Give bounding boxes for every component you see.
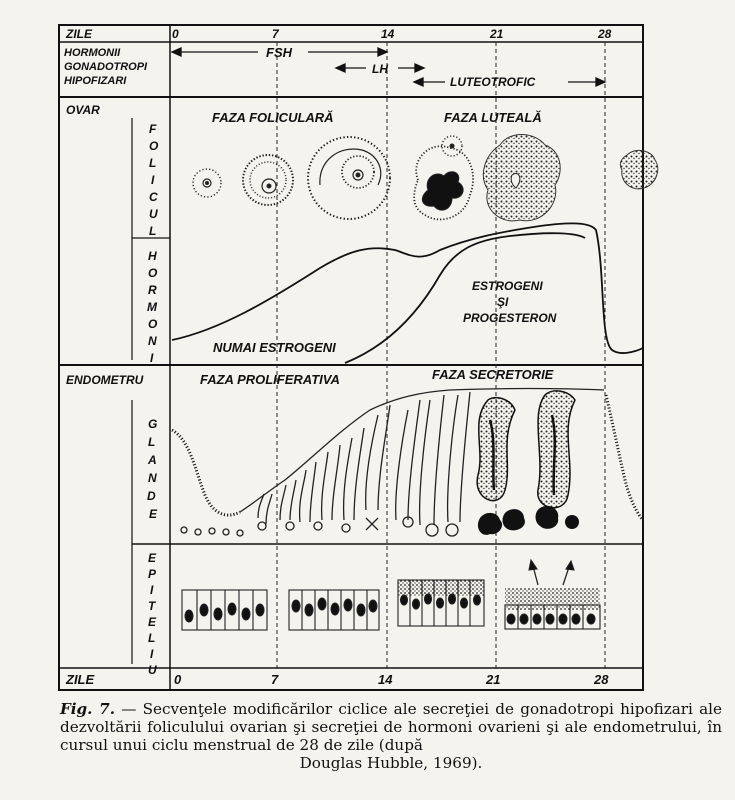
hormoni-vertical-label: H O R M O N I — [147, 249, 158, 365]
svg-text:U: U — [148, 663, 157, 677]
svg-text:F: F — [149, 122, 157, 136]
folicul-vertical-label: F O L I C U L — [149, 122, 159, 238]
svg-text:I: I — [150, 647, 154, 661]
svg-text:T: T — [148, 599, 157, 613]
estrogen-curve — [171, 222, 644, 354]
day-0-bottom: 0 — [174, 672, 182, 687]
hormones-label-line-1: HORMONII — [64, 47, 121, 59]
secretory-glands — [476, 390, 645, 535]
day-7-top: 7 — [272, 27, 280, 41]
svg-text:L: L — [148, 631, 155, 645]
svg-text:ŞI: ŞI — [497, 295, 509, 309]
caption-figure-number: Fig. 7. — [60, 700, 115, 718]
glande-vertical-label: G L A N D E — [147, 417, 158, 521]
svg-text:E: E — [149, 507, 158, 521]
follicular-phase-label: FAZA FOLICULARĂ — [212, 110, 334, 125]
estrogen-progesterone-curve — [344, 232, 586, 364]
day-28-bottom: 28 — [593, 672, 609, 687]
svg-text:G: G — [148, 417, 157, 431]
svg-text:N: N — [148, 334, 157, 348]
lh-label: LH — [372, 62, 388, 76]
secretory-phase-label: FAZA SECRETORIE — [432, 367, 554, 382]
endometrium-label: ENDOMETRU — [66, 373, 144, 387]
svg-text:ESTROGENI: ESTROGENI — [472, 279, 543, 293]
hormones-label-line-3: HIPOFIZARI — [64, 75, 127, 87]
svg-text:A: A — [147, 453, 157, 467]
svg-text:E: E — [148, 551, 157, 565]
day-14-top: 14 — [381, 27, 395, 41]
svg-text:PROGESTERON: PROGESTERON — [463, 311, 557, 325]
svg-text:M: M — [147, 300, 158, 314]
luteotrofic-label: LUTEOTROFIC — [450, 75, 536, 89]
svg-text:D: D — [147, 489, 156, 503]
svg-text:L: L — [149, 224, 156, 238]
hormone-curves — [171, 222, 644, 364]
days-label-bottom: ZILE — [65, 672, 94, 687]
menstrual-cycle-diagram: ZILE 0 7 14 21 28 ZILE 0 7 14 21 28 HORM… — [58, 24, 659, 691]
fsh-label: FSH — [266, 45, 293, 60]
luteal-phase-label: FAZA LUTEALĂ — [444, 110, 542, 125]
day-28-top: 28 — [597, 27, 612, 41]
svg-text:O: O — [148, 266, 158, 280]
day-14-bottom: 14 — [378, 672, 393, 687]
svg-text:O: O — [149, 139, 159, 153]
caption-text: — Secvenţele modificărilor ciclice ale s… — [60, 700, 722, 754]
svg-text:H: H — [148, 249, 157, 263]
figure-caption: Fig. 7. — Secvenţele modificărilor cicli… — [60, 700, 722, 772]
follicle-stages — [192, 134, 659, 222]
ovar-label: OVAR — [66, 103, 100, 117]
caption-citation: Douglas Hubble, 1969). — [299, 754, 483, 772]
svg-text:E: E — [148, 615, 157, 629]
hormone-arrows — [170, 46, 607, 88]
svg-text:U: U — [149, 207, 158, 221]
svg-text:O: O — [148, 317, 158, 331]
svg-text:P: P — [148, 567, 157, 581]
days-label-top: ZILE — [65, 27, 93, 41]
epithelium-cells — [181, 558, 601, 631]
estrogen-progesterone-label: ESTROGENI ŞI PROGESTERON — [463, 279, 557, 325]
day-gridlines — [276, 42, 606, 668]
svg-text:R: R — [148, 283, 157, 297]
hormones-label-line-2: GONADOTROPI — [64, 61, 148, 73]
svg-text:N: N — [148, 471, 157, 485]
svg-text:C: C — [149, 190, 158, 204]
svg-text:I: I — [150, 583, 154, 597]
day-0-top: 0 — [172, 27, 179, 41]
svg-text:L: L — [148, 435, 155, 449]
epiteliu-vertical-label: E P I T E L I U — [148, 551, 157, 677]
svg-text:I: I — [151, 173, 155, 187]
svg-text:L: L — [149, 156, 156, 170]
only-estrogen-label: NUMAI ESTROGENI — [213, 340, 336, 355]
frame — [58, 24, 644, 691]
svg-text:I: I — [150, 351, 154, 365]
day-21-top: 21 — [489, 27, 504, 41]
proliferative-phase-label: FAZA PROLIFERATIVA — [200, 372, 340, 387]
day-21-bottom: 21 — [485, 672, 500, 687]
day-7-bottom: 7 — [271, 672, 279, 687]
endometrial-glands — [171, 387, 605, 537]
